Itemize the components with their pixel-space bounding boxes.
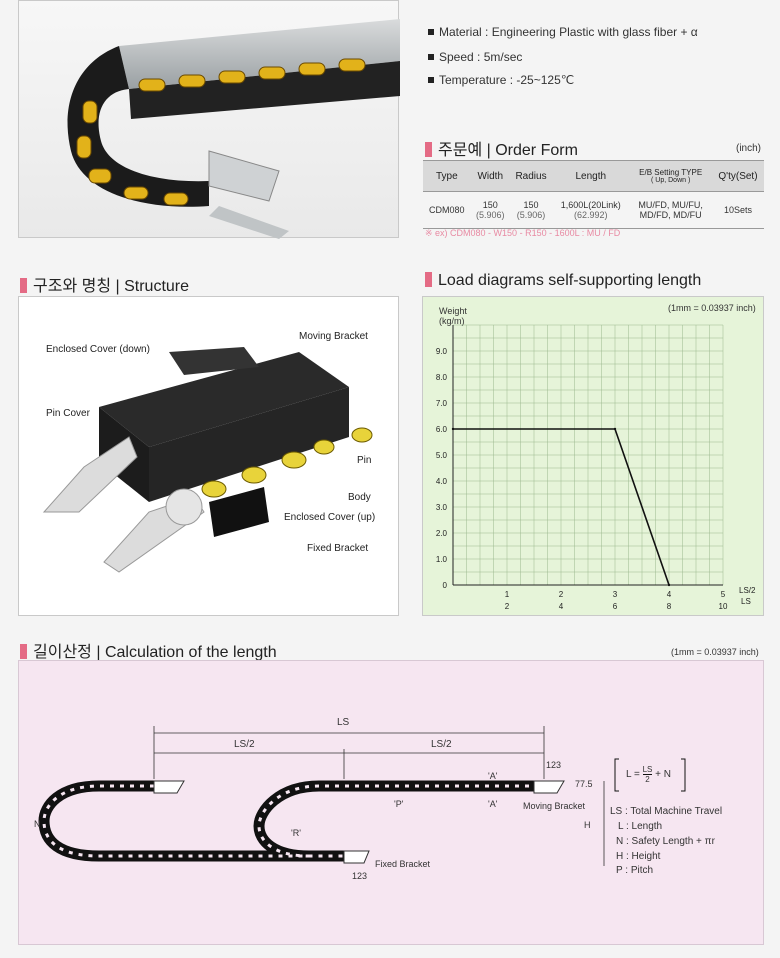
- x-tick-label: 5: [721, 590, 726, 599]
- x-tick-label: 6: [613, 602, 618, 611]
- spec-speed: Speed : 5m/sec: [428, 50, 522, 64]
- label-enclosed-cover-down: Enclosed Cover (down): [46, 344, 150, 355]
- cable-chain-photo: [67, 19, 400, 239]
- y-tick-label: 6.0: [436, 425, 448, 434]
- label-a-top: 'A': [488, 771, 498, 781]
- dim-ls-half-1: LS/2: [234, 739, 255, 750]
- header-setting: E/B Setting TYPE( Up, Down ): [629, 160, 712, 192]
- y-tick-label: 5.0: [436, 451, 448, 460]
- y-tick-label: 0: [443, 581, 448, 590]
- dim-123-top: 123: [546, 760, 562, 770]
- y-tick-label: 1.0: [436, 555, 448, 564]
- weight-label: Weight: [439, 306, 467, 316]
- structure-panel: Moving Bracket Enclosed Cover (down) Pin…: [18, 296, 399, 616]
- spec-temperature: Temperature : -25~125℃: [428, 73, 574, 87]
- load-panel: (1mm = 0.03937 inch) Weight (kg/m) 0 1.0 2…: [422, 296, 764, 616]
- label-p: 'P': [394, 799, 404, 809]
- header-type: Type: [423, 160, 471, 192]
- product-photo-panel: [18, 0, 400, 239]
- order-form-unit: (inch): [736, 143, 762, 154]
- order-table: Type Width Radius Length E/B Setting TYP…: [423, 160, 764, 229]
- x-tick-label: 3: [613, 590, 618, 599]
- x-tick-label: 4: [667, 590, 672, 599]
- label-fixed-bracket: Fixed Bracket: [375, 859, 431, 869]
- header-radius: Radius: [509, 160, 553, 192]
- label-h: H: [584, 820, 591, 830]
- weight-unit-label: (kg/m): [439, 316, 465, 326]
- header-width: Width: [470, 160, 510, 192]
- x-tick-label: 4: [559, 602, 564, 611]
- section-marker: [425, 142, 432, 157]
- x-tick-label: 10: [719, 602, 728, 611]
- y-tick-label: 2.0: [436, 529, 448, 538]
- structure-drawing: [42, 347, 373, 573]
- label-moving-bracket: Moving Bracket: [523, 801, 586, 811]
- calc-title: 길이산정 | Calculation of the length: [20, 638, 277, 662]
- legend-item: LS : Total Machine Travel: [610, 806, 723, 817]
- label-body: Body: [348, 492, 371, 503]
- structure-title: 구조와 명칭 | Structure: [20, 272, 189, 296]
- label-a-bottom: 'A': [488, 799, 498, 809]
- data-point: [667, 583, 671, 587]
- bullet-icon: [428, 77, 434, 83]
- legend-item: H : Height: [616, 851, 661, 862]
- dim-ls-half-2: LS/2: [431, 739, 452, 750]
- label-n: N: [34, 819, 41, 829]
- calc-unit: (1mm = 0.03937 inch): [671, 647, 759, 657]
- legend-item: L : Length: [618, 821, 663, 832]
- x-axis-label: LS/2: [739, 586, 756, 595]
- x-tick-label: 2: [505, 602, 510, 611]
- header-qty: Q'ty(Set): [711, 160, 764, 192]
- dim-77: 77.5: [575, 779, 593, 789]
- legend-item: N : Safety Length + πr: [616, 836, 715, 847]
- table-row: CDM080 150(5.906) 150(5.906) 1,600L(20Li…: [423, 191, 764, 229]
- label-r: 'R': [291, 828, 301, 838]
- legend-item: P : Pitch: [616, 865, 654, 876]
- order-table-header: Type Width Radius Length E/B Setting TYP…: [423, 160, 764, 192]
- length-formula: L = LS 2 + N: [626, 765, 672, 784]
- label-moving-bracket: Moving Bracket: [299, 331, 368, 342]
- label-fixed-bracket: Fixed Bracket: [307, 543, 369, 554]
- order-example: ※ ex) CDM080 - W150 - R150 - 1600L : MU …: [425, 228, 621, 238]
- y-tick-label: 3.0: [436, 503, 448, 512]
- section-marker: [20, 278, 27, 293]
- section-marker: [425, 272, 432, 287]
- calc-panel: LS LS/2 LS/2 123 77.5 'A' 'P' 'A' Moving…: [18, 660, 764, 945]
- load-unit: (1mm = 0.03937 inch): [668, 303, 756, 313]
- bullet-icon: [428, 29, 434, 35]
- y-tick-label: 4.0: [436, 477, 448, 486]
- label-pin-cover: Pin Cover: [46, 408, 90, 419]
- y-tick-label: 9.0: [436, 347, 448, 356]
- dim-ls: LS: [337, 717, 350, 728]
- bullet-icon: [428, 54, 434, 60]
- header-length: Length: [552, 160, 630, 192]
- x-tick-label: 8: [667, 602, 672, 611]
- label-pin: Pin: [357, 455, 372, 466]
- x-tick-label: 1: [505, 590, 510, 599]
- order-form-title: 주문예 | Order Form: [425, 136, 578, 160]
- x-axis-label: LS: [741, 597, 751, 606]
- spec-material: Material : Engineering Plastic with glas…: [428, 25, 698, 39]
- y-tick-label: 8.0: [436, 373, 448, 382]
- x-tick-label: 2: [559, 590, 564, 599]
- load-title: Load diagrams self-supporting length: [425, 272, 701, 290]
- section-marker: [20, 644, 27, 659]
- dim-123-bottom: 123: [352, 871, 368, 881]
- label-enclosed-cover-up: Enclosed Cover (up): [284, 512, 376, 523]
- calc-drawing: [38, 726, 686, 866]
- data-point: [613, 427, 617, 431]
- load-chart: 0 1.0 2.0 3.0 4.0 5.0 6.0 7.0 8.0 9.0 1 2 3 4 5 2 4 6 8 10 L…: [436, 324, 756, 611]
- y-tick-label: 7.0: [436, 399, 448, 408]
- data-point: [451, 427, 455, 431]
